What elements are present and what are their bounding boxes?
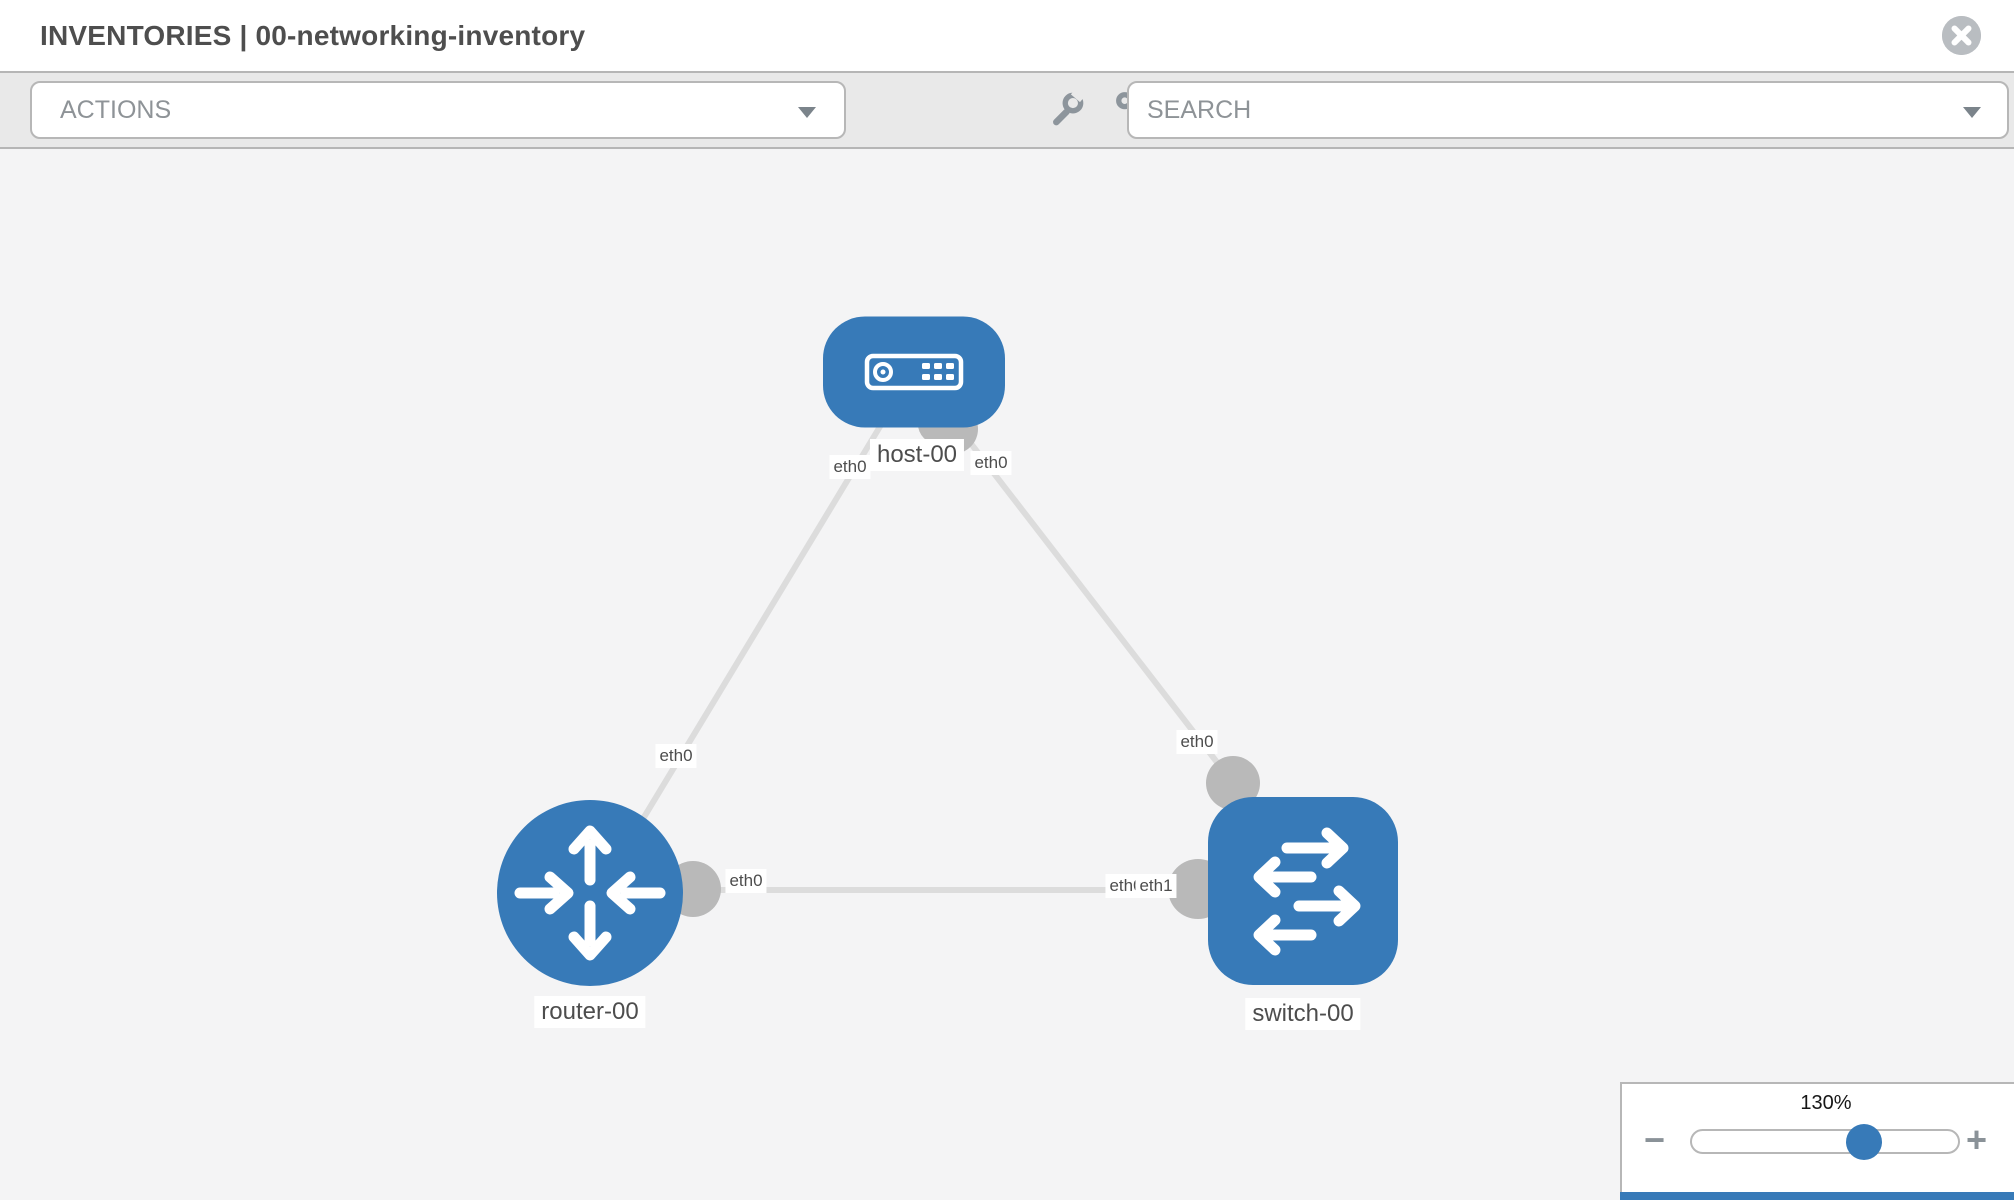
chevron-down-icon (798, 107, 816, 118)
chevron-down-icon (1963, 107, 1981, 118)
router-arrows-icon (514, 825, 666, 961)
node-switch-00[interactable] (1208, 797, 1398, 985)
link-host-00_router-00[interactable] (597, 408, 893, 892)
zoom-level-value: 130% (1800, 1092, 1852, 1114)
zoom-slider[interactable] (1690, 1123, 1960, 1160)
topology-graph (497, 316, 1398, 986)
toolbar: ACTIONS SEARCH (0, 71, 2014, 149)
close-button[interactable] (1942, 16, 1981, 55)
panel-bottom-accent (1620, 1192, 2014, 1200)
tools-button[interactable] (1046, 85, 1088, 131)
zoom-panel: 130% − + (1620, 1082, 2014, 1200)
actions-dropdown-label: ACTIONS (60, 95, 172, 124)
server-icon (864, 353, 964, 391)
link-host-00_switch-00[interactable] (942, 408, 1236, 785)
modal-header: INVENTORIES | 00-networking-inventory (0, 0, 2014, 71)
page-title: INVENTORIES | 00-networking-inventory (40, 20, 586, 51)
actions-dropdown[interactable]: ACTIONS (30, 81, 846, 139)
wrench-icon (1053, 85, 1087, 125)
search-dropdown[interactable]: SEARCH (1127, 81, 2009, 139)
zoom-in-button[interactable]: + (1966, 1119, 1988, 1160)
close-icon (1942, 16, 1981, 55)
zoom-out-button[interactable]: − (1644, 1119, 1666, 1160)
node-host-00[interactable] (823, 316, 1005, 428)
interface-circle[interactable] (1206, 756, 1260, 810)
zoom-slider-handle[interactable] (1845, 1123, 1882, 1160)
search-dropdown-label: SEARCH (1147, 95, 1252, 124)
switch-arrows-icon (1253, 827, 1361, 956)
node-router-00[interactable] (497, 800, 683, 986)
